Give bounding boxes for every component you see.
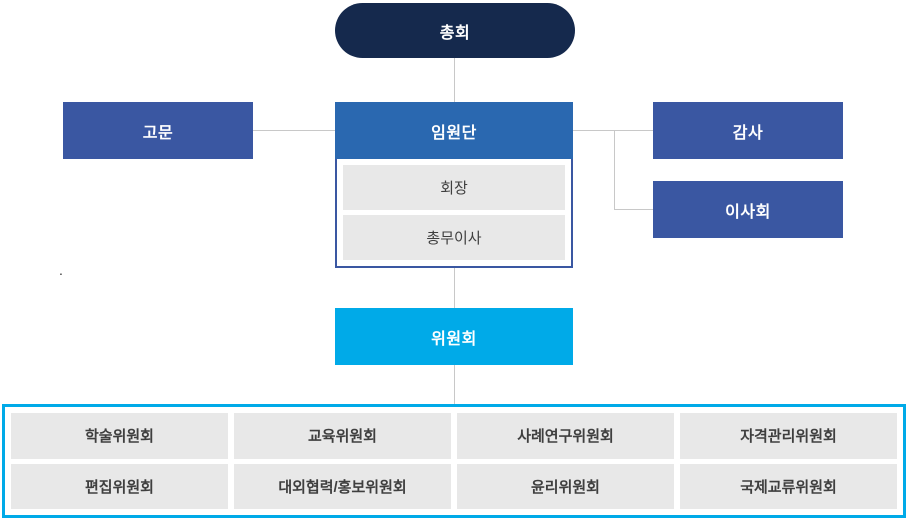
node-general-affairs-director-label: 총무이사 xyxy=(426,230,482,247)
node-external-cooperation-pr-committee-label: 대외협력/홍보위원회 xyxy=(278,478,407,496)
node-advisor: 고문 xyxy=(63,102,253,159)
node-editorial-committee-label: 편집위원회 xyxy=(84,478,154,496)
node-ethics-committee-label: 윤리위원회 xyxy=(530,478,600,496)
connector-executive-to-committee xyxy=(454,268,455,308)
node-board-of-directors-label: 이사회 xyxy=(725,203,771,221)
node-international-exchange-committee: 국제교류위원회 xyxy=(680,463,897,509)
node-case-study-committee: 사례연구위원회 xyxy=(457,413,674,459)
committees-panel: 학술위원회 교육위원회 사례연구위원회 자격관리위원회 편집위원회 대외협력/홍… xyxy=(2,404,906,518)
node-international-exchange-committee-label: 국제교류위원회 xyxy=(740,478,837,496)
executive-members-panel: 회장 총무이사 xyxy=(335,159,573,268)
node-advisor-label: 고문 xyxy=(142,124,174,142)
node-education-committee-label: 교육위원회 xyxy=(307,428,377,446)
connector-right-branch-vertical xyxy=(614,130,615,209)
node-academic-committee-label: 학술위원회 xyxy=(84,428,154,446)
node-qualification-management-committee: 자격관리위원회 xyxy=(680,413,897,459)
node-president: 회장 xyxy=(343,165,565,210)
connector-advisor-to-executive xyxy=(253,130,335,131)
node-qualification-management-committee-label: 자격관리위원회 xyxy=(740,428,837,446)
connector-branch-to-board xyxy=(614,209,653,210)
node-president-label: 회장 xyxy=(440,180,468,197)
node-ethics-committee: 윤리위원회 xyxy=(457,463,674,509)
node-editorial-committee: 편집위원회 xyxy=(11,463,228,509)
node-case-study-committee-label: 사례연구위원회 xyxy=(517,428,614,446)
node-board-of-directors: 이사회 xyxy=(653,181,843,238)
node-auditor-label: 감사 xyxy=(732,124,764,142)
connector-executive-to-auditor xyxy=(573,130,653,131)
node-general-assembly-label: 총회 xyxy=(439,24,471,42)
node-general-affairs-director: 총무이사 xyxy=(343,215,565,260)
node-executive-board: 임원단 xyxy=(335,102,573,159)
node-committee: 위원회 xyxy=(335,308,573,365)
node-auditor: 감사 xyxy=(653,102,843,159)
stray-dot: . xyxy=(59,262,63,278)
node-executive-board-label: 임원단 xyxy=(431,124,477,142)
connector-committee-to-panel xyxy=(454,365,455,404)
node-academic-committee: 학술위원회 xyxy=(11,413,228,459)
node-education-committee: 교육위원회 xyxy=(234,413,451,459)
connector-root-to-executive xyxy=(454,58,455,103)
node-general-assembly: 총회 xyxy=(335,3,575,58)
node-committee-label: 위원회 xyxy=(431,330,477,348)
node-external-cooperation-pr-committee: 대외협력/홍보위원회 xyxy=(234,463,451,509)
